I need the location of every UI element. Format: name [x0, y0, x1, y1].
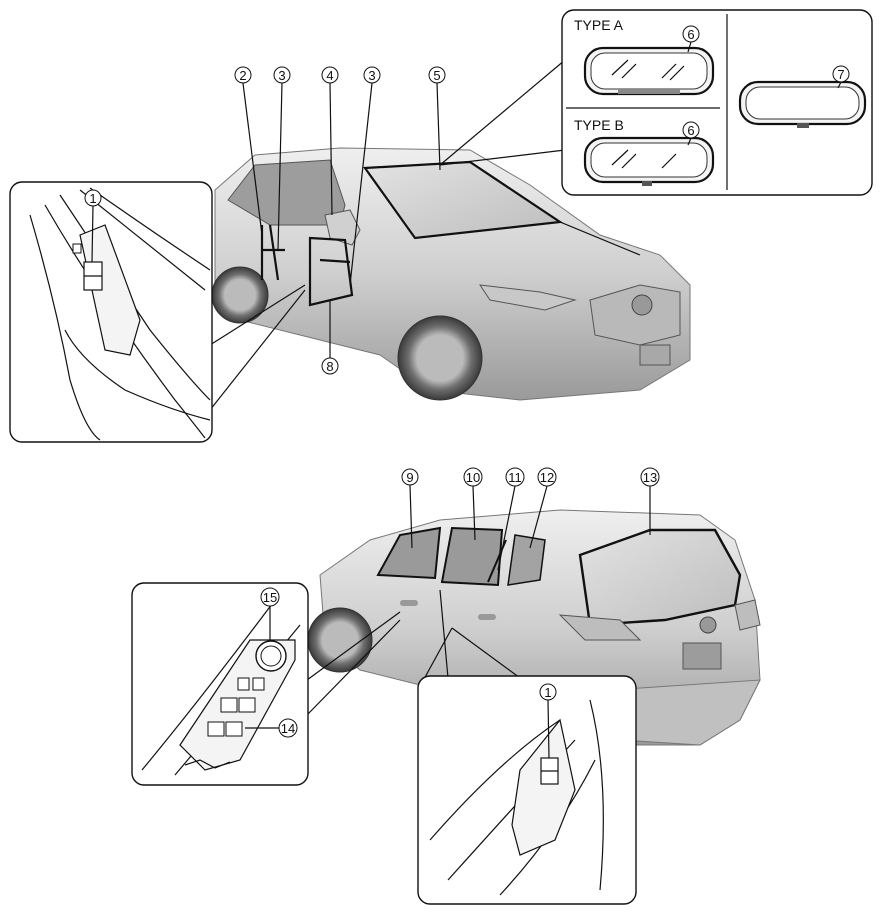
rear-rear-side-window [440, 526, 504, 587]
front-headlight [478, 284, 577, 311]
front-front-door-regulator [308, 236, 354, 307]
svg-text:13: 13 [643, 470, 657, 485]
rear-tail-light-right [734, 599, 761, 631]
mirror-type-7 [738, 80, 867, 128]
svg-text:5: 5 [433, 68, 440, 83]
rear-switch-panel [511, 718, 576, 856]
rear-tail-light-left [558, 614, 642, 641]
front-hood-line [414, 221, 641, 256]
callout-11: 11 [497, 467, 525, 571]
svg-text:7: 7 [837, 67, 844, 82]
rear-front-door-handle [400, 600, 418, 606]
callout-10: 10 [463, 467, 483, 541]
svg-text:15: 15 [263, 590, 277, 605]
svg-text:4: 4 [326, 68, 333, 83]
rear-rear-door-handle [478, 614, 496, 620]
callout-7: 7 [832, 65, 850, 89]
front-callouts: 2 3 4 3 5 8 [234, 66, 446, 375]
svg-text:2: 2 [239, 68, 246, 83]
rear-switch-inset [417, 627, 637, 905]
svg-text:3: 3 [278, 68, 285, 83]
master-switch-inset [131, 582, 401, 786]
svg-text:6: 6 [687, 27, 694, 42]
callout-6-type-b: 6 [682, 121, 700, 146]
callout-12: 12 [529, 467, 557, 549]
front-switch-inset [9, 181, 306, 443]
front-emblem [631, 294, 653, 316]
svg-text:10: 10 [466, 470, 480, 485]
callout-2: 2 [234, 66, 263, 236]
callout-1-rear: 1 [539, 683, 557, 759]
callout-15: 15 [260, 587, 280, 641]
mirror-type-b [583, 136, 715, 186]
svg-text:12: 12 [540, 470, 554, 485]
mirror-type-a [583, 46, 715, 96]
master-window-switch-4 [225, 721, 243, 737]
svg-text:8: 8 [326, 359, 333, 374]
callout-4: 4 [321, 66, 339, 216]
front-wheel-rear [211, 266, 269, 324]
svg-text:14: 14 [281, 721, 295, 736]
svg-text:1: 1 [544, 685, 551, 700]
rear-license-plate [682, 642, 722, 670]
front-switch-panel [79, 224, 141, 356]
front-door-mirror [324, 209, 361, 246]
rear-emblem [699, 616, 717, 634]
master-lock-switch-1 [237, 677, 250, 691]
front-grille [589, 284, 681, 346]
callout-1-front: 1 [84, 189, 102, 263]
callout-14: 14 [245, 718, 298, 738]
rear-front-side-window [376, 526, 442, 580]
master-lock-switch-2 [252, 677, 265, 691]
callout-13: 13 [640, 467, 660, 535]
svg-text:9: 9 [406, 470, 413, 485]
master-window-switch-3 [207, 721, 225, 737]
svg-text:11: 11 [508, 470, 522, 485]
callout-3-front-door: 3 [349, 66, 381, 286]
svg-text:1: 1 [89, 191, 96, 206]
callout-9: 9 [401, 468, 419, 549]
callout-5: 5 [428, 66, 446, 171]
mirror-inset: TYPE A 6 TYPE B 6 [439, 9, 873, 196]
front-vehicle [211, 147, 691, 401]
rear-vehicle [307, 509, 761, 746]
svg-text:3: 3 [368, 68, 375, 83]
rear-quarter-window [507, 534, 546, 586]
front-license-plate [639, 344, 671, 366]
master-window-switch-1 [220, 697, 238, 713]
callout-8: 8 [321, 300, 339, 375]
front-lock-switch [72, 243, 82, 254]
master-window-switch-2 [238, 697, 256, 713]
front-wheel-front [397, 315, 483, 401]
type-a-label: TYPE A [574, 17, 624, 33]
type-b-label: TYPE B [574, 117, 624, 133]
rear-callouts: 9 10 11 12 13 [401, 467, 660, 571]
callout-6-type-a: 6 [682, 25, 700, 53]
svg-text:6: 6 [687, 123, 694, 138]
callout-3-rear-door: 3 [273, 66, 291, 251]
